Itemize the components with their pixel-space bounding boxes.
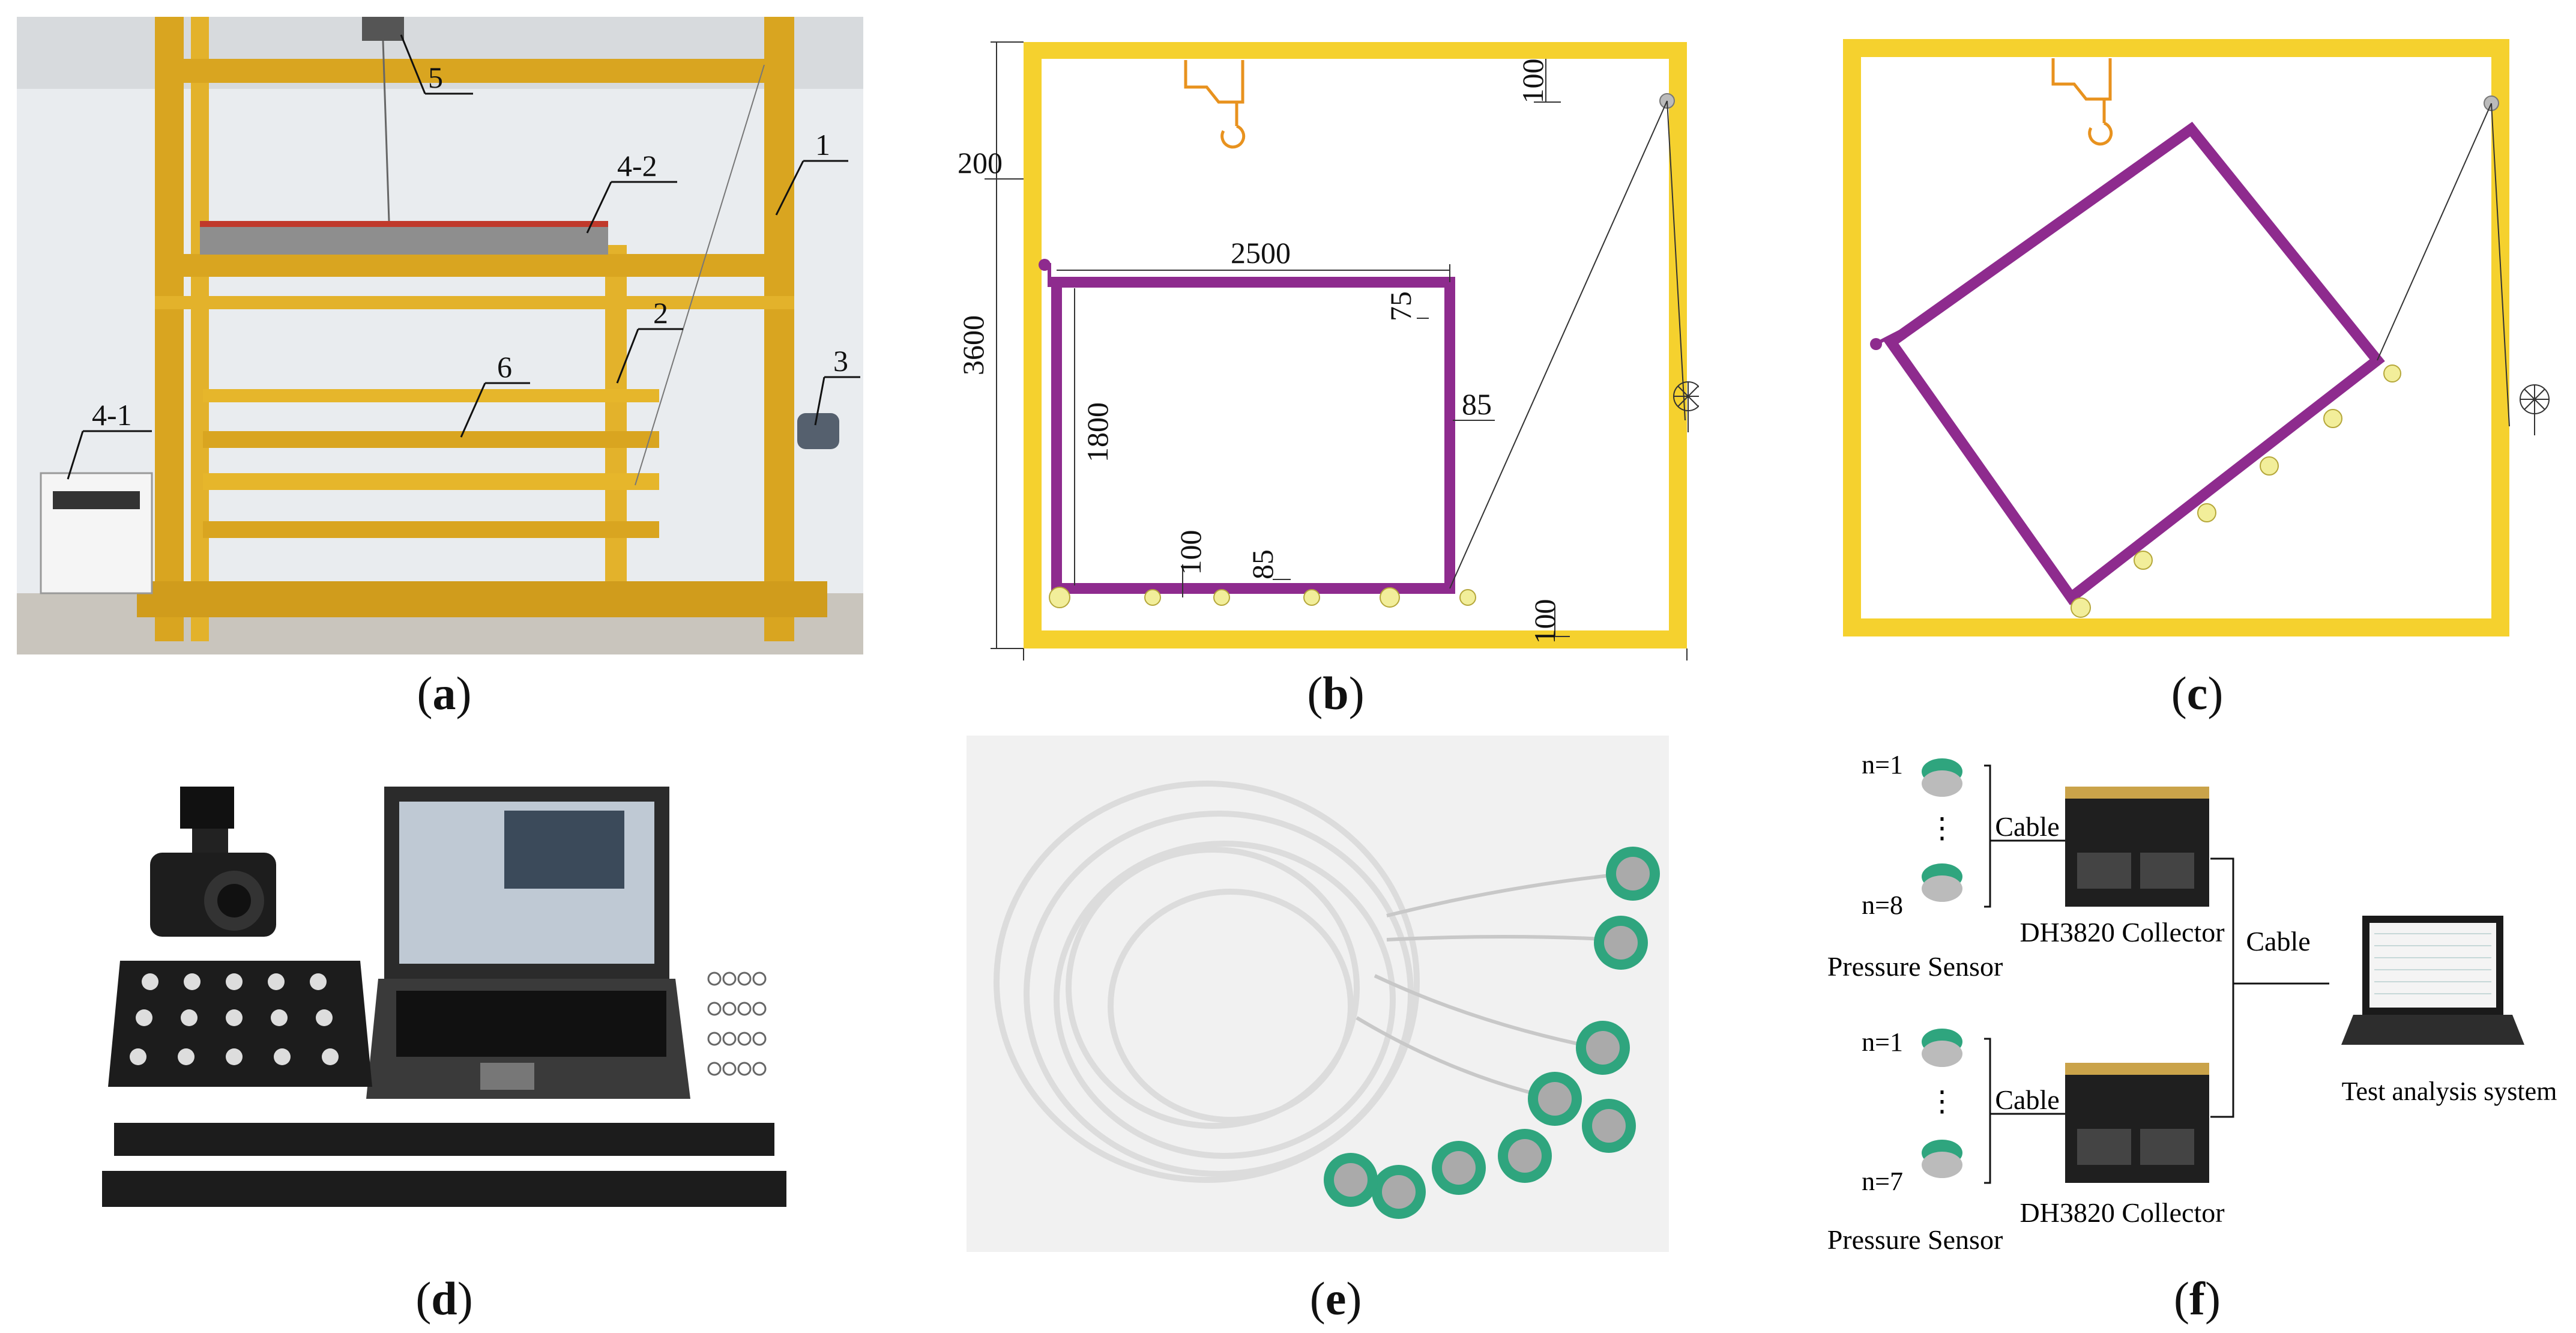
schematic-b-svg: 4100 3600 200 100 100 2500 1800 75 85 85… (956, 41, 1703, 692)
cable-label-bottom: Cable (1995, 1084, 2059, 1115)
laptop-icon-f (2341, 916, 2524, 1045)
dim-100-inner: 100 (1174, 530, 1207, 575)
caption-d-letter: d (431, 1272, 457, 1325)
scale-bar-1 (114, 1123, 774, 1156)
rig-label-6: 6 (497, 350, 512, 384)
caption-c: (c) (2171, 667, 2224, 719)
system-label: Test analysis system (2342, 1077, 2557, 1106)
panel-b-schematic: 4100 3600 200 100 100 2500 1800 75 85 85… (955, 36, 1703, 692)
dim-top-gap: 100 (1516, 59, 1549, 104)
dim-75: 75 (1384, 291, 1417, 321)
sensor-icon-bottom-1 (1922, 1029, 1962, 1067)
n-last-top: n=8 (1862, 890, 1903, 920)
caption-a-letter: a (432, 667, 456, 719)
caption-c-letter: c (2186, 667, 2208, 719)
target-rings (707, 972, 767, 1076)
dim-width-total: 4100 (1288, 659, 1348, 660)
n-last-bottom: n=7 (1862, 1167, 1903, 1196)
caption-b: (b) (1307, 667, 1365, 719)
rig-label-4-2: 4-2 (617, 149, 657, 183)
collector-icon-bottom (2065, 1063, 2209, 1183)
rig-label-2: 2 (653, 296, 668, 330)
schematic-c-svg (1843, 39, 2550, 636)
rig-label-4-1: 4-1 (92, 398, 132, 432)
panel-a-photo: 5 1 4-2 2 6 3 4-1 (17, 17, 863, 654)
collector-icon-top (2065, 787, 2209, 907)
sensor-icon-top-2 (1922, 863, 1962, 902)
sensor-icon-bottom-2 (1922, 1140, 1962, 1178)
sensor-label-bottom: Pressure Sensor (1827, 1224, 2003, 1255)
dim-frame-height: 1800 (1081, 402, 1114, 462)
caption-f: (f) (2174, 1272, 2221, 1325)
test-frame (1051, 277, 1455, 594)
caption-e: (e) (1309, 1272, 1362, 1325)
n-first-bottom: n=1 (1862, 1027, 1903, 1057)
weight-blocks (200, 221, 608, 255)
target-board (108, 961, 372, 1087)
ellipsis-dots-bottom: ⋮ (1928, 1086, 1956, 1117)
dim-frame-width: 2500 (1231, 236, 1291, 270)
dim-85-right: 85 (1462, 387, 1492, 421)
panel-f-diagram: ⋮ n=1 n=8 Pressure Sensor Cable DH3820 C… (1807, 739, 2572, 1255)
pressure-sensors (1049, 587, 1476, 608)
caption-e-letter: e (1325, 1272, 1347, 1325)
pressure-sensors-c (2071, 364, 2401, 618)
winch-icon-c (2520, 384, 2550, 435)
rig-label-1: 1 (815, 128, 830, 162)
collector-label-bottom: DH3820 Collector (2019, 1197, 2224, 1228)
hook-icon-c (2051, 58, 2113, 146)
rig-label-5: 5 (428, 61, 443, 94)
rig-labels: 5 1 4-2 2 6 3 4-1 (67, 34, 860, 480)
dim-height-total: 3600 (956, 315, 990, 375)
ellipsis-dots-top: ⋮ (1928, 812, 1956, 844)
hook-icon (1184, 60, 1246, 149)
sensor-disks (1324, 847, 1660, 1219)
sensor-cables-illustration (967, 736, 1669, 1252)
cable-label-top: Cable (1995, 811, 2059, 842)
dim-85-bottom: 85 (1246, 549, 1279, 579)
n-first-top: n=1 (1862, 750, 1903, 779)
acquisition-flow-svg: ⋮ n=1 n=8 Pressure Sensor Cable DH3820 C… (1827, 750, 2557, 1255)
dim-offset-left: 200 (958, 146, 1003, 180)
caption-a: (a) (417, 667, 472, 719)
rig-label-3: 3 (833, 344, 848, 378)
panel-d-photo (90, 781, 810, 1225)
dim-bottom-gap: 100 (1528, 599, 1561, 644)
photogrammetry-kit-illustration (90, 781, 810, 1225)
panel-c-schematic (1831, 36, 2563, 642)
caption-f-letter: f (2189, 1272, 2205, 1325)
test-rig-illustration: 5 1 4-2 2 6 3 4-1 (17, 17, 863, 654)
sensor-icon-top-1 (1922, 758, 1962, 797)
scale-bar-2 (102, 1171, 786, 1207)
caption-b-letter: b (1323, 667, 1349, 719)
sensor-label-top: Pressure Sensor (1827, 951, 2003, 982)
camera-icon (150, 787, 276, 937)
caption-d: (d) (415, 1272, 473, 1325)
panel-e-photo (967, 736, 1669, 1252)
laptop-icon (366, 787, 690, 1099)
collector-label-top: DH3820 Collector (2019, 917, 2224, 948)
main-cable-label: Cable (2246, 926, 2310, 957)
